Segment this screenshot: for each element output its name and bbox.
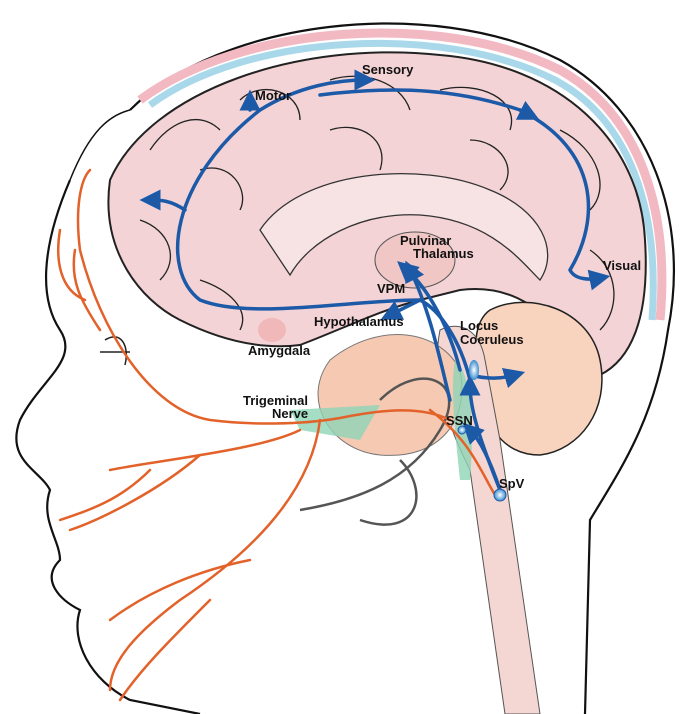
label-pulvinar: Pulvinar	[400, 233, 451, 248]
label-motor: Motor	[255, 88, 291, 103]
label-thalamus: Thalamus	[413, 246, 474, 261]
label-spv: SpV	[499, 476, 525, 491]
meninges-blue	[147, 40, 657, 321]
label-ssn: SSN	[446, 413, 473, 428]
thalamus	[374, 231, 456, 289]
meninges-pink	[137, 28, 667, 321]
ssn-nucleus	[457, 425, 467, 435]
label-nerve: Nerve	[272, 406, 308, 421]
trigeminal-nerve-branches	[57, 168, 497, 702]
label-sensory: Sensory	[362, 62, 414, 77]
gyri	[139, 75, 615, 331]
label-visual: Visual	[603, 258, 641, 273]
label-hypothalamus: Hypothalamus	[314, 314, 404, 329]
label-vpm: VPM	[377, 281, 405, 296]
corpus-callosum	[259, 172, 549, 282]
label-amygdala: Amygdala	[248, 343, 311, 358]
head-outline-inner	[69, 109, 131, 181]
label-trigeminal: Trigeminal	[243, 393, 308, 408]
pons	[317, 334, 463, 456]
locus-coeruleus-nucleus	[469, 360, 479, 380]
head-outline	[15, 22, 675, 714]
eye	[100, 336, 130, 366]
label-locus: Locus	[460, 318, 498, 333]
ear-lines	[299, 377, 451, 526]
amygdala	[258, 318, 286, 342]
label-coeruleus: Coeruleus	[460, 332, 524, 347]
spv-nucleus	[493, 488, 507, 502]
